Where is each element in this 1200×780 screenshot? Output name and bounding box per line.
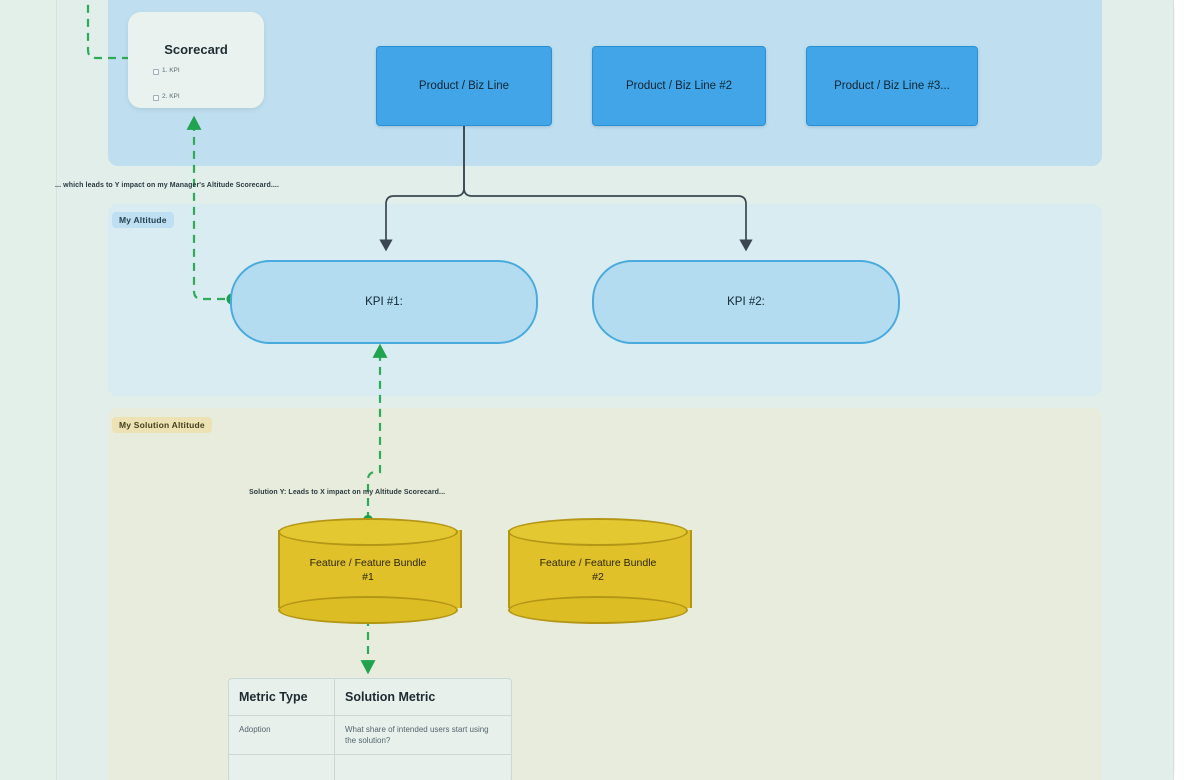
- product-box-1[interactable]: Product / Biz Line: [376, 46, 552, 126]
- band-label-my-solution-altitude: My Solution Altitude: [112, 417, 212, 433]
- metric-table-header-type: Metric Type: [229, 679, 335, 715]
- feature-cylinder-1[interactable]: Feature / Feature Bundle #1: [278, 518, 462, 624]
- product-box-3[interactable]: Product / Biz Line #3...: [806, 46, 978, 126]
- kpi-box-2-label: KPI #2:: [727, 296, 765, 308]
- feature-cylinder-1-label: Feature / Feature Bundle #1: [278, 556, 458, 584]
- note-solution-impact: Solution Y: Leads to X impact on my Alti…: [249, 489, 446, 496]
- metric-table-cell-type-empty: [229, 755, 335, 780]
- metric-table-row[interactable]: Adoption What share of intended users st…: [229, 716, 511, 755]
- feature-cylinder-1-line2: #1: [362, 571, 374, 583]
- cylinder-body: [278, 530, 462, 608]
- scorecard-title: Scorecard: [164, 42, 228, 57]
- cylinder-top: [278, 518, 458, 546]
- feature-cylinder-2-label: Feature / Feature Bundle #2: [508, 556, 688, 584]
- feature-cylinder-2[interactable]: Feature / Feature Bundle #2: [508, 518, 692, 624]
- metric-table-cell-metric: What share of intended users start using…: [345, 725, 489, 745]
- band-label-my-altitude: My Altitude: [112, 212, 174, 228]
- feature-cylinder-2-line1: Feature / Feature Bundle: [539, 557, 657, 569]
- product-box-2-label: Product / Biz Line #2: [625, 80, 733, 92]
- metric-table-row-partial[interactable]: [229, 755, 511, 780]
- kpi-box-2[interactable]: KPI #2:: [592, 260, 900, 344]
- feature-cylinder-1-line1: Feature / Feature Bundle: [309, 557, 427, 569]
- feature-cylinder-2-line2: #2: [592, 571, 604, 583]
- metric-table-header-metric: Solution Metric: [345, 690, 436, 704]
- scorecard-card[interactable]: Scorecard 1. KPI 2. KPI: [128, 12, 264, 108]
- kpi-box-1[interactable]: KPI #1:: [230, 260, 538, 344]
- cylinder-top: [508, 518, 688, 546]
- metric-table[interactable]: Metric Type Solution Metric Adoption Wha…: [228, 678, 512, 780]
- metric-table-header-row: Metric Type Solution Metric: [229, 679, 511, 716]
- scorecard-item-1[interactable]: 1. KPI: [153, 67, 180, 75]
- cylinder-bottom: [508, 596, 688, 624]
- product-box-1-label: Product / Biz Line: [418, 80, 510, 92]
- metric-table-cell-metric-empty: [335, 755, 511, 780]
- note-manager-scorecard: ... which leads to Y impact on my Manage…: [55, 182, 280, 189]
- scorecard-item-2[interactable]: 2. KPI: [153, 93, 180, 101]
- metric-table-cell-type: Adoption: [229, 716, 335, 754]
- cylinder-bottom: [278, 596, 458, 624]
- kpi-box-1-label: KPI #1:: [365, 296, 403, 308]
- product-box-3-label: Product / Biz Line #3...: [834, 80, 950, 92]
- product-box-2[interactable]: Product / Biz Line #2: [592, 46, 766, 126]
